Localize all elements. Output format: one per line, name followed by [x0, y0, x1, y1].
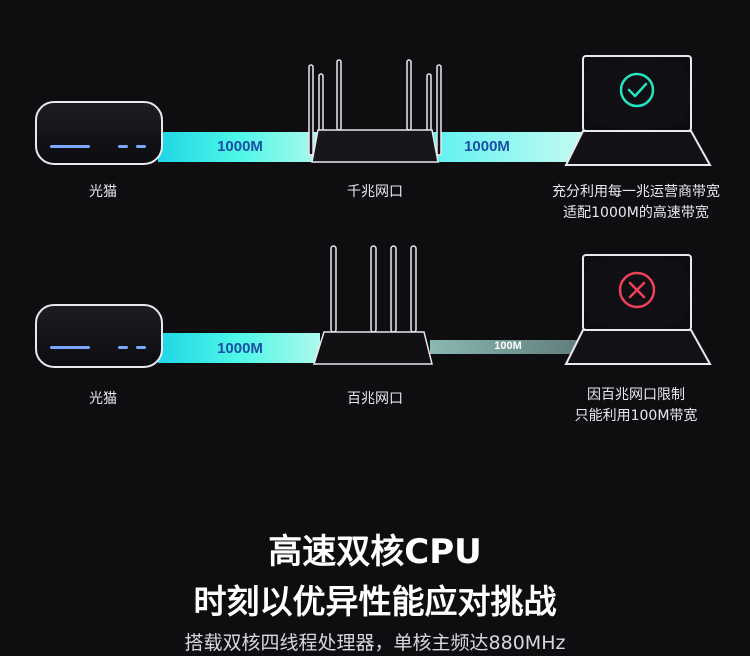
result-caption-line1: 充分利用每一兆运营商带宽: [552, 184, 720, 200]
optical-modem: [35, 101, 163, 165]
router-fast-ethernet: [312, 245, 433, 365]
speed-beam-right: [430, 132, 588, 162]
router-caption: 千兆网口: [347, 184, 403, 200]
modem-caption: 光猫: [89, 184, 117, 200]
speed-label-left: 1000M: [217, 138, 263, 155]
laptop-good: [564, 55, 712, 166]
speed-beam-right-2: [430, 340, 582, 354]
headline-subtitle: 时刻以优异性能应对挑战: [193, 582, 557, 621]
cross-icon: [618, 271, 656, 309]
speed-label-right: 1000M: [464, 138, 510, 155]
laptop-limited: [564, 254, 712, 365]
result-caption-2-line2: 只能利用100M带宽: [574, 408, 698, 424]
speed-label-left-2: 1000M: [217, 340, 263, 357]
headline-title: 高速双核CPU: [268, 532, 482, 572]
result-caption-2-line1: 因百兆网口限制: [587, 387, 685, 403]
speed-beam-left: [158, 132, 320, 162]
router-caption-2: 百兆网口: [347, 391, 403, 407]
speed-beam-left-2: [158, 333, 320, 363]
router-gigabit: [308, 59, 442, 163]
result-caption-line2: 适配1000M的高速带宽: [563, 205, 709, 221]
speed-label-right-2: 100M: [494, 340, 522, 352]
modem-caption-2: 光猫: [89, 391, 117, 407]
optical-modem-2: [35, 304, 163, 368]
headline-description: 搭载双核四线程处理器，单核主频达880MHz: [184, 632, 566, 654]
check-icon: [619, 72, 655, 108]
